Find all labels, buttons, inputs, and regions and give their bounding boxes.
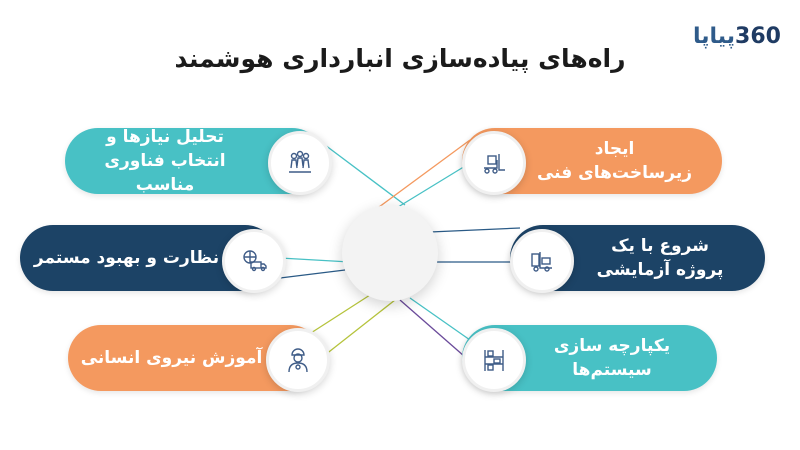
connector-left-bottom (324, 299, 396, 356)
warehouse-shelves-icon (462, 328, 526, 392)
card-label: نظارت و بهبود مستمر (33, 248, 220, 268)
connector-right-mid (429, 227, 521, 233)
card-label: آموزش نیروی انسانی (80, 348, 263, 368)
people-icon (268, 131, 332, 195)
brand-logo: پیاپا 360 (693, 18, 789, 54)
card-label: تحلیل نیازها و انتخاب فناوری مناسب (104, 127, 226, 195)
worker-icon (266, 328, 330, 392)
forklift-icon (462, 131, 526, 195)
connector-left-top (324, 144, 406, 206)
card-label: ایجاد زیرساخت‌های فنی (536, 139, 693, 183)
card-label: شروع با یک پروژه آزمایشی (596, 236, 724, 280)
connector-left-mid (279, 257, 351, 263)
logo-number: 360 (735, 23, 781, 49)
central-hub-circle (342, 205, 438, 301)
connector-right-bottom (409, 297, 471, 341)
forklift-boxes-icon (510, 229, 574, 293)
card-label: یکپارچه سازی سیستم‌ها (553, 336, 671, 380)
delivery-truck-globe-icon (222, 229, 286, 293)
connector-left-mid-2 (279, 269, 346, 279)
connector-right-top-2 (374, 139, 471, 211)
logo-persian-text: پیاپا (693, 23, 736, 49)
page-title: راه‌های پیاده‌سازی انبارداری هوشمند (174, 44, 626, 73)
